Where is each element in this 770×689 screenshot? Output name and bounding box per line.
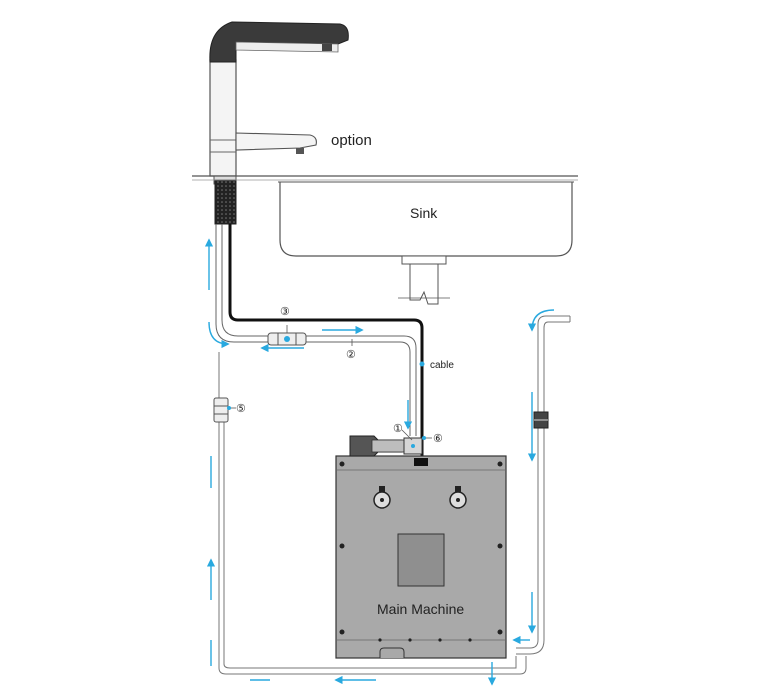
marker-5: ⑤ — [236, 403, 246, 415]
faucet-outlet — [322, 44, 332, 51]
gauge-left-icon — [373, 486, 391, 509]
faucet — [209, 21, 349, 225]
cable-label: cable — [430, 360, 454, 371]
faucet-shank — [214, 179, 237, 225]
option-label: option — [331, 132, 372, 149]
machine-panel — [397, 533, 445, 587]
main-machine-label: Main Machine — [377, 601, 464, 617]
main-machine — [335, 435, 507, 659]
flow-arrows — [204, 238, 555, 686]
sink-label: Sink — [410, 205, 438, 221]
sink — [278, 181, 574, 305]
faucet-body — [209, 59, 237, 177]
faucet-spout-top — [209, 21, 349, 63]
option-spout — [235, 132, 317, 151]
drain-pipe-right — [516, 315, 571, 655]
marker-6: ⑥ — [433, 433, 443, 445]
cable-socket — [414, 458, 428, 466]
marker-2: ② — [346, 349, 356, 361]
water-hose-left — [215, 224, 417, 436]
marker-3: ③ — [280, 306, 290, 318]
cable — [228, 224, 424, 462]
connector-3 — [267, 332, 307, 346]
valve-5 — [213, 397, 229, 423]
water-hose-outer — [218, 352, 527, 675]
cable-marker — [419, 361, 425, 367]
marker-1: ① — [393, 423, 403, 435]
gauge-right-icon — [449, 486, 467, 509]
